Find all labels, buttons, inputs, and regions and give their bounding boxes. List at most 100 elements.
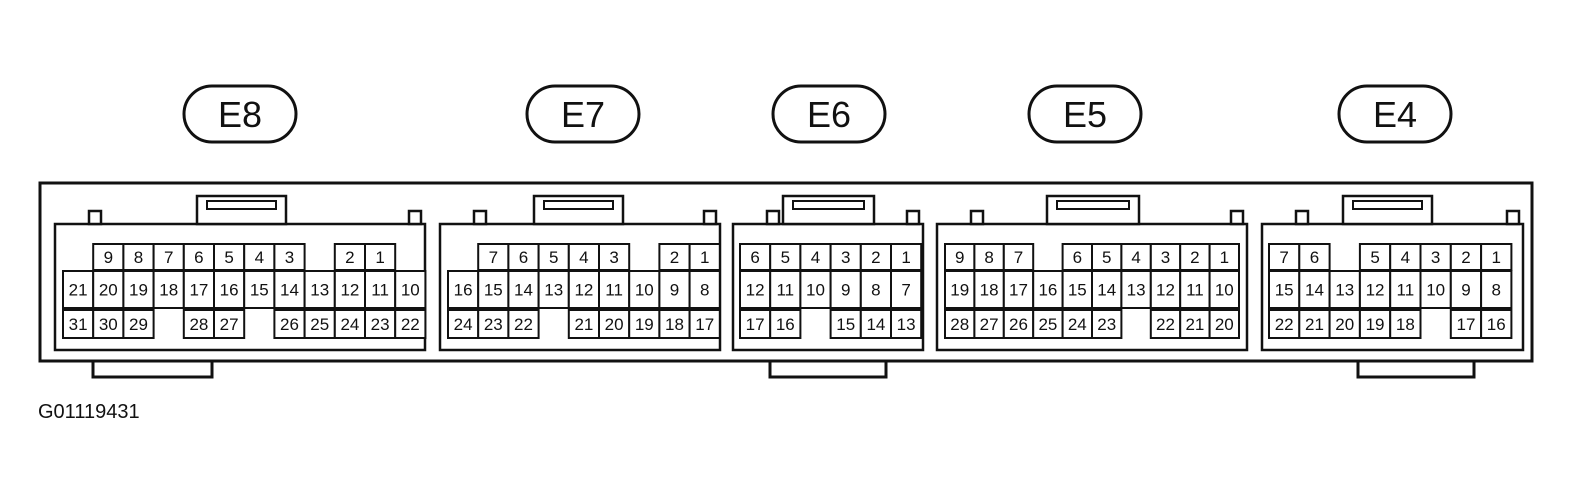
pin-box [1032, 309, 1064, 339]
pin-cell: 15 [477, 270, 510, 309]
connector-post-2 [1505, 209, 1521, 226]
pin-cell: 7 [890, 270, 923, 309]
pin-box [628, 270, 661, 309]
pin-box [364, 309, 397, 339]
pin-box [769, 309, 802, 339]
pin-cell: 27 [973, 309, 1005, 339]
pin-box [182, 309, 216, 339]
connector-latch-slot [1056, 200, 1130, 210]
pin-number: 19 [635, 315, 654, 334]
pin-cell: 4 [567, 243, 600, 271]
pin-number: 26 [1009, 315, 1028, 334]
pin-box [213, 270, 246, 309]
pin-number: 7 [1279, 248, 1288, 267]
pin-box [364, 270, 397, 309]
connector-label: E4 [1373, 94, 1417, 135]
pin-cell: 7 [1268, 243, 1301, 271]
pin-cell: 1 [1208, 243, 1240, 271]
pin-number: 24 [1068, 315, 1087, 334]
pin-cell: 1 [1480, 243, 1513, 271]
pin-box [303, 270, 336, 309]
pin-box [859, 309, 892, 339]
pin-cell: 25 [1032, 309, 1064, 339]
pin-cell: 22 [1268, 309, 1301, 339]
pin-cell: 19 [1358, 309, 1392, 339]
pin-box [567, 270, 600, 309]
pin-box [1208, 243, 1240, 271]
pin-cell: 14 [273, 270, 306, 309]
pin-cell: 25 [303, 309, 336, 339]
pin-cell: 3 [829, 243, 862, 271]
pin-cell: 9 [829, 270, 862, 309]
pin-box [1061, 270, 1093, 309]
pin-number: 4 [579, 248, 588, 267]
pin-box [152, 270, 185, 309]
pin-box [1298, 309, 1331, 339]
pin-cell: 6 [739, 243, 772, 271]
connector-latch-slot [792, 200, 865, 210]
pin-cell: 8 [973, 243, 1005, 271]
pin-cell: 20 [1328, 309, 1361, 339]
pin-box [1208, 270, 1240, 309]
pin-cell: 27 [213, 309, 246, 339]
pin-number: 22 [1156, 315, 1175, 334]
pin-number: 12 [746, 281, 765, 300]
pin-cell: 12 [333, 270, 366, 309]
connector-label: E8 [218, 94, 262, 135]
pin-cell: 2 [658, 243, 691, 271]
pin-cell: 20 [598, 309, 631, 339]
pin-number: 8 [984, 248, 993, 267]
pin-cell: 7 [477, 243, 510, 271]
pin-number: 18 [980, 281, 999, 300]
pin-cell: 15 [243, 270, 276, 309]
pin-number: 19 [1366, 315, 1385, 334]
pin-cell: 3 [273, 243, 306, 271]
connector-label-pill [525, 84, 641, 144]
pin-number: 8 [1492, 281, 1501, 300]
pin-cell: 3 [1149, 243, 1182, 271]
pin-box [152, 243, 185, 271]
pin-box [1480, 270, 1513, 309]
pin-number: 6 [1073, 248, 1082, 267]
pin-box [1358, 243, 1392, 271]
pin-cell: 24 [447, 309, 480, 339]
pin-cell: 24 [333, 309, 366, 339]
pin-number: 6 [750, 248, 759, 267]
pin-cell: 14 [1298, 270, 1331, 309]
pin-cell: 2 [859, 243, 892, 271]
pin-number: 22 [514, 315, 533, 334]
pin-box [1449, 309, 1483, 339]
pin-number: 11 [605, 281, 623, 300]
pin-box [333, 309, 366, 339]
pin-number: 17 [189, 281, 208, 300]
pin-number: 8 [700, 281, 709, 300]
pin-box [303, 309, 336, 339]
pin-number: 9 [1461, 281, 1470, 300]
pin-box [1358, 309, 1392, 339]
pin-number: 4 [811, 248, 820, 267]
pin-number: 12 [1366, 281, 1385, 300]
connector-label-pill [1337, 84, 1453, 144]
pin-number: 15 [1068, 281, 1087, 300]
connector-label: E7 [561, 94, 605, 135]
pin-number: 15 [1275, 281, 1294, 300]
pin-number: 24 [340, 315, 359, 334]
pin-cell: 5 [537, 243, 570, 271]
pin-number: 29 [129, 315, 148, 334]
pin-number: 3 [1161, 248, 1170, 267]
pin-cell: 5 [1358, 243, 1392, 271]
pin-number: 26 [280, 315, 299, 334]
pin-cell: 12 [567, 270, 600, 309]
pin-cell: 15 [1268, 270, 1301, 309]
pin-number: 21 [574, 315, 593, 334]
pin-cell: 1 [688, 243, 721, 271]
pin-number: 28 [950, 315, 969, 334]
connector-label-pill [1027, 84, 1143, 144]
pin-cell: 15 [1061, 270, 1093, 309]
pin-number: 20 [1335, 315, 1354, 334]
pin-number: 18 [665, 315, 684, 334]
housing-bottom-tab-2 [768, 359, 888, 379]
pin-box [1091, 270, 1123, 309]
